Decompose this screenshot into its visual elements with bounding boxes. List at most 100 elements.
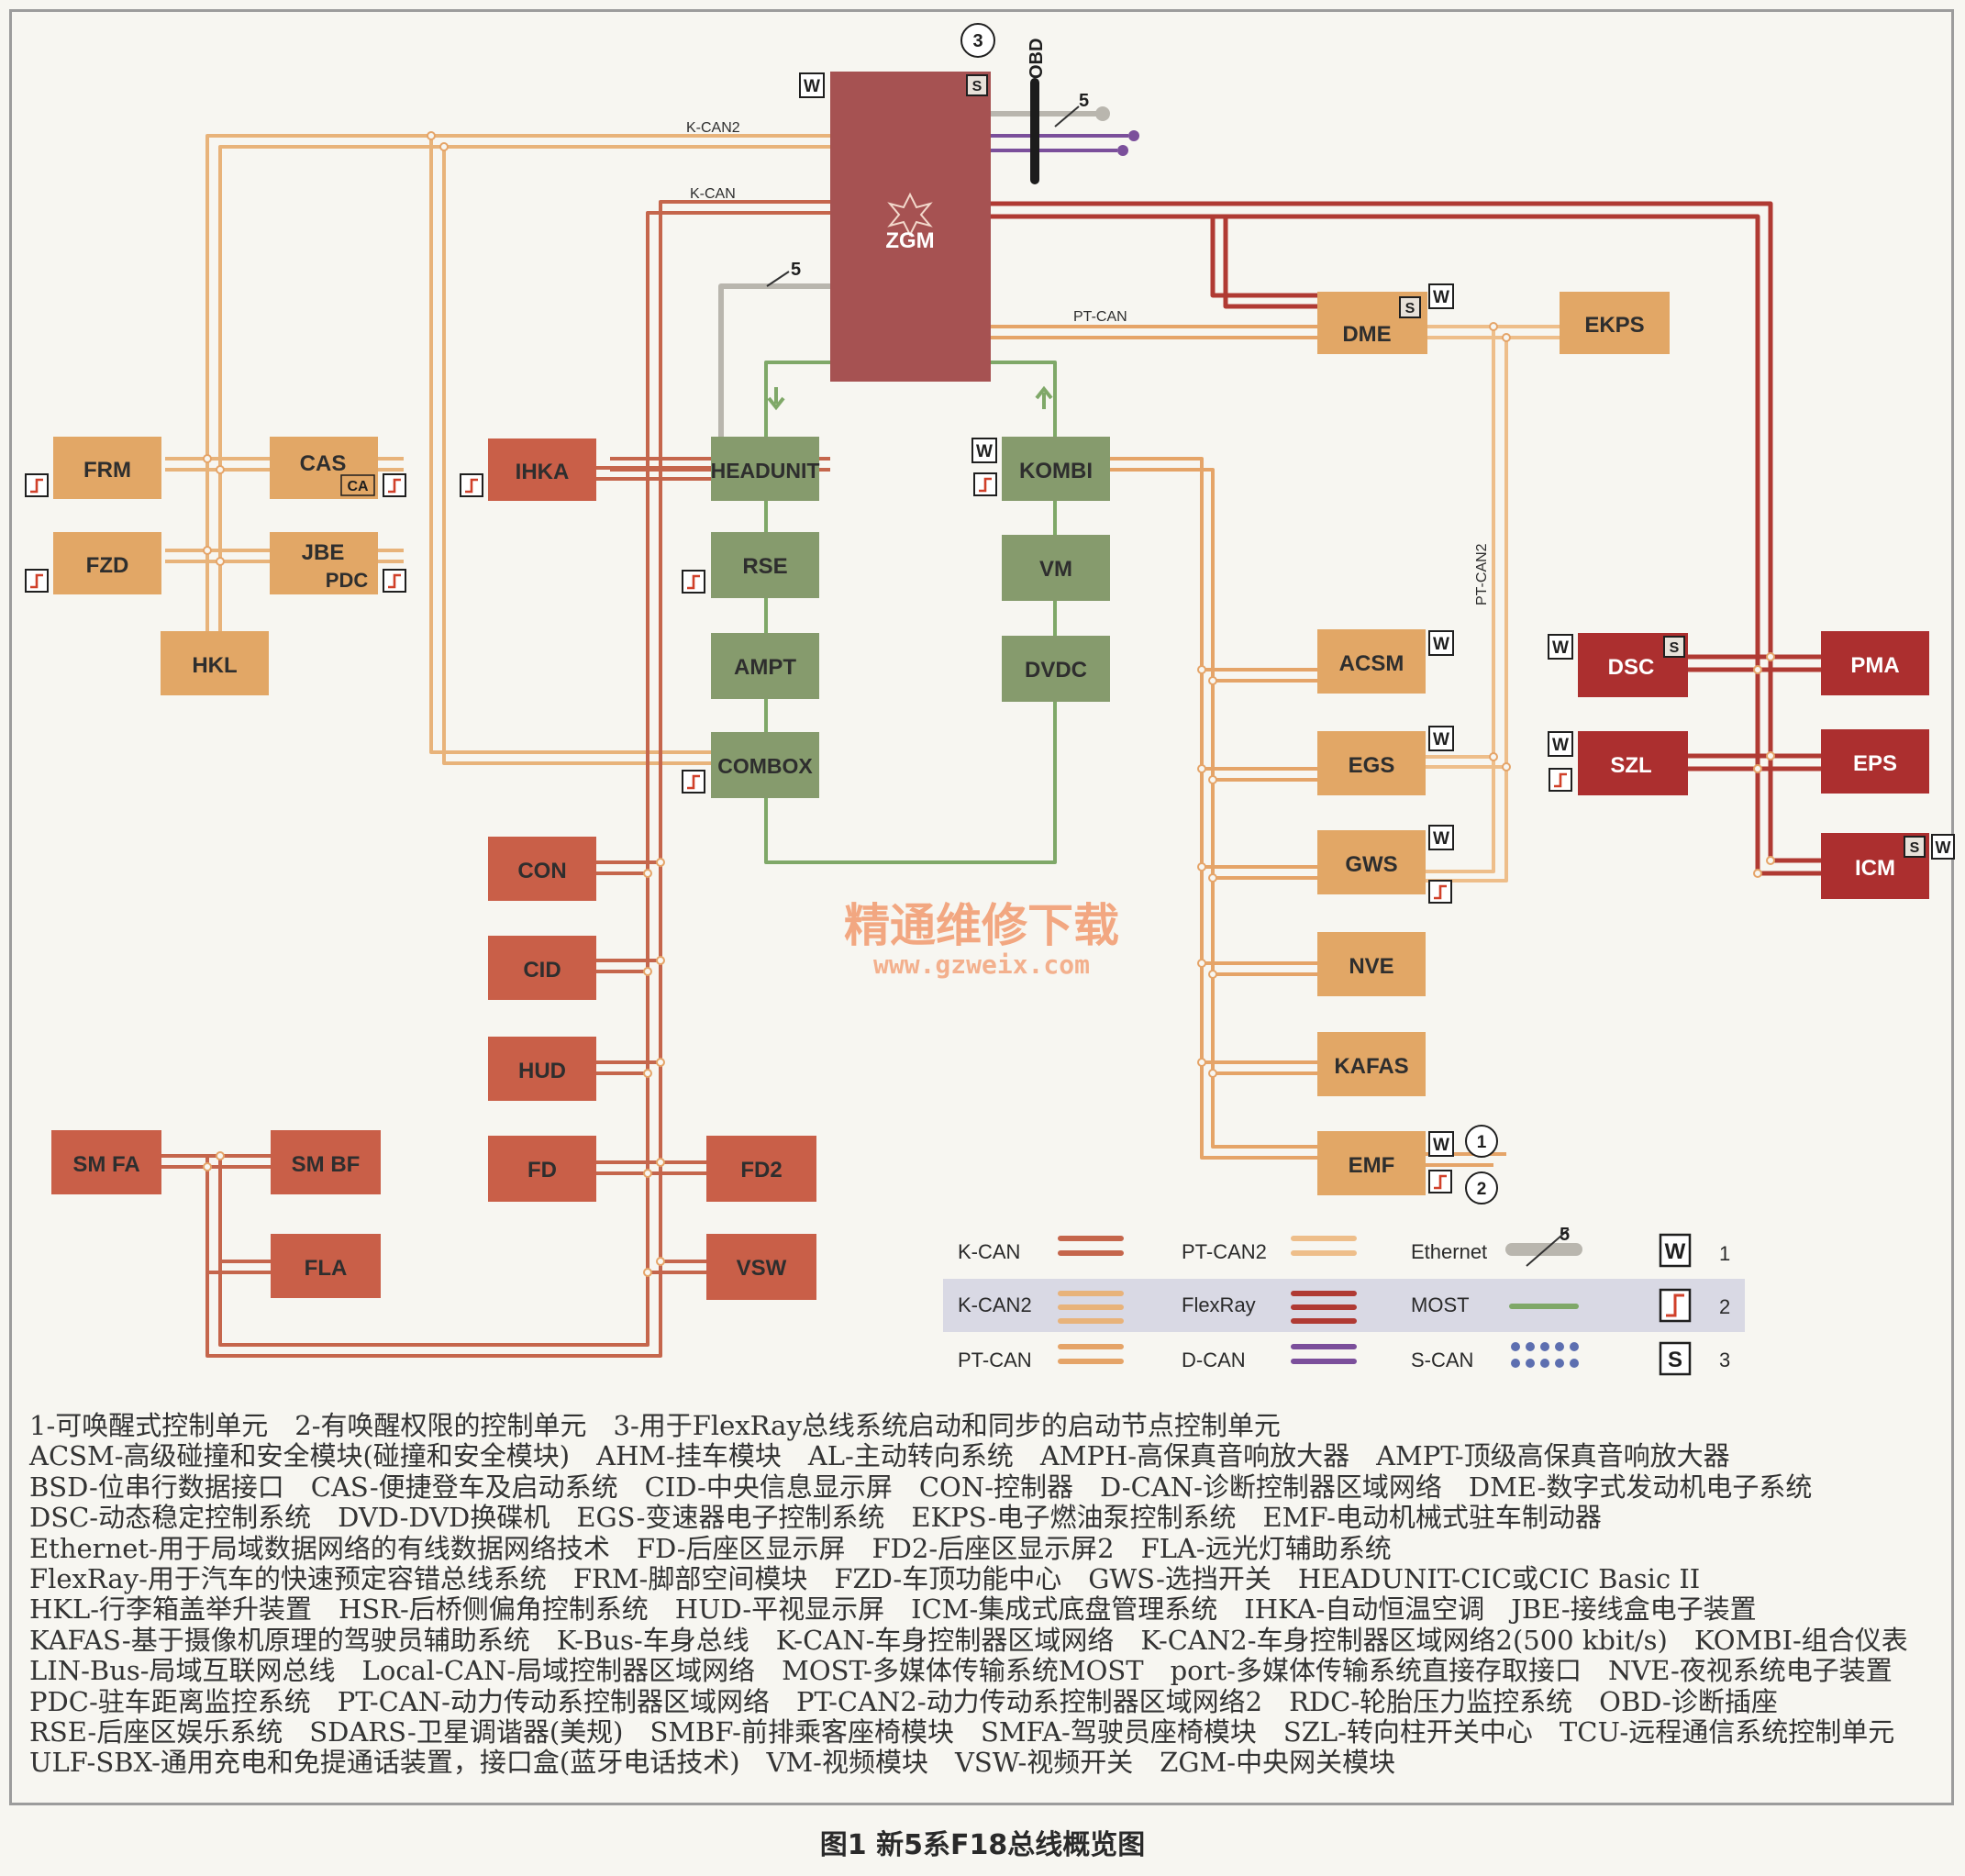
note-line: BSD-位串行数据接口 CAS-便捷登车及启动系统 CID-中央信息显示屏 CO… bbox=[29, 1471, 1813, 1503]
hkl-node: HKL bbox=[161, 631, 269, 695]
most-bus bbox=[764, 361, 1057, 864]
dsc-node: DSC S bbox=[1578, 633, 1688, 697]
obd-connector bbox=[1030, 78, 1139, 184]
vsw-node: VSW bbox=[706, 1234, 816, 1300]
svg-text:S: S bbox=[1910, 840, 1920, 856]
wake-icon bbox=[1427, 1169, 1453, 1194]
svg-text:HKL: HKL bbox=[192, 653, 237, 678]
icm-node: ICM S bbox=[1821, 833, 1929, 899]
svg-text:D-CAN: D-CAN bbox=[1182, 1349, 1246, 1371]
rse-node: RSE bbox=[711, 532, 819, 598]
ptcan-line-label: PT-CAN bbox=[1073, 309, 1127, 325]
wake-icon bbox=[681, 769, 706, 794]
svg-text:W: W bbox=[1936, 838, 1951, 857]
w-badge: W bbox=[1548, 634, 1573, 660]
svg-text:PDC: PDC bbox=[326, 569, 369, 592]
combox-node: COMBOX bbox=[711, 732, 819, 798]
ethernet-bus bbox=[718, 111, 1101, 438]
svg-text:FD2: FD2 bbox=[740, 1158, 782, 1182]
svg-text:2: 2 bbox=[1719, 1295, 1730, 1318]
watermark-cn: 精通维修下载 bbox=[844, 899, 1119, 952]
svg-text:FD: FD bbox=[527, 1158, 557, 1182]
svg-text:K-CAN2: K-CAN2 bbox=[958, 1293, 1032, 1316]
svg-text:3: 3 bbox=[1719, 1349, 1730, 1371]
kcan-line-label: K-CAN bbox=[690, 186, 736, 202]
svg-text:IHKA: IHKA bbox=[516, 460, 570, 484]
nve-node: NVE bbox=[1317, 932, 1426, 996]
arrow-down-icon bbox=[767, 387, 785, 411]
svg-text:AMPT: AMPT bbox=[734, 655, 796, 680]
svg-text:2: 2 bbox=[1477, 1180, 1487, 1199]
vm-node: VM bbox=[1002, 535, 1110, 601]
wake-icon bbox=[681, 569, 706, 594]
legend: K-CAN PT-CAN2 Ethernet 5 W 1 K-CAN2 Flex… bbox=[943, 1225, 1745, 1376]
fd2-node: FD2 bbox=[706, 1136, 816, 1202]
wake-icon bbox=[972, 472, 998, 497]
figure-caption: 图1 新5系F18总线概览图 bbox=[819, 1829, 1146, 1861]
svg-text:FlexRay: FlexRay bbox=[1182, 1293, 1256, 1316]
svg-text:SM BF: SM BF bbox=[292, 1152, 361, 1177]
svg-text:HUD: HUD bbox=[518, 1059, 566, 1083]
note-line: HKL-行李箱盖举升装置 HSR-后桥侧偏角控制系统 HUD-平视显示屏 ICM… bbox=[29, 1593, 1757, 1626]
svg-text:KAFAS: KAFAS bbox=[1334, 1054, 1408, 1079]
svg-text:CA: CA bbox=[347, 479, 369, 494]
zgm-node: ZGM W S bbox=[799, 72, 991, 382]
callout-2: 2 bbox=[1465, 1171, 1498, 1204]
ptcan2-line-label: PT-CAN2 bbox=[1474, 543, 1490, 605]
star-icon bbox=[887, 192, 933, 238]
gws-node: GWS bbox=[1317, 830, 1426, 894]
svg-text:PMA: PMA bbox=[1850, 653, 1899, 678]
svg-text:GWS: GWS bbox=[1345, 852, 1397, 877]
svg-text:PT-CAN: PT-CAN bbox=[958, 1349, 1032, 1371]
wake-icon bbox=[24, 568, 50, 594]
wake-icon bbox=[382, 568, 407, 594]
emf-node: EMF bbox=[1317, 1131, 1426, 1195]
svg-text:W: W bbox=[1433, 288, 1449, 307]
note-line: Ethernet-用于局域数据网络的有线数据网络技术 FD-后座区显示屏 FD2… bbox=[29, 1532, 1392, 1564]
svg-text:FLA: FLA bbox=[305, 1256, 348, 1281]
svg-text:CAS: CAS bbox=[300, 451, 347, 476]
hud-node: HUD bbox=[488, 1037, 596, 1101]
svg-text:KOMBI: KOMBI bbox=[1019, 459, 1093, 483]
svg-text:DME: DME bbox=[1342, 322, 1391, 347]
note-line: KAFAS-基于摄像机原理的驾驶员辅助系统 K-Bus-车身总线 K-CAN-车… bbox=[29, 1624, 1908, 1656]
svg-text:SM FA: SM FA bbox=[72, 1152, 139, 1177]
headunit-node: HEADUNIT bbox=[711, 437, 820, 501]
w-badge: W bbox=[799, 72, 825, 98]
w-badge: W bbox=[1428, 726, 1454, 751]
note-line: RSE-后座区娱乐系统 SDARS-卫星调谐器(美规) SMBF-前排乘客座椅模… bbox=[29, 1716, 1895, 1748]
wake-icon bbox=[1427, 879, 1453, 905]
szl-node: SZL bbox=[1578, 731, 1688, 795]
eth-count-label-1: 5 bbox=[791, 260, 801, 280]
svg-text:W: W bbox=[1552, 736, 1569, 755]
svg-text:S-CAN: S-CAN bbox=[1411, 1349, 1473, 1371]
ihka-node: IHKA bbox=[488, 438, 596, 501]
svg-text:FZD: FZD bbox=[86, 553, 129, 578]
ekps-node: EKPS bbox=[1560, 292, 1670, 354]
svg-text:VSW: VSW bbox=[737, 1256, 787, 1281]
abbreviation-notes: 1-可唤醒式控制单元 2-有唤醒权限的控制单元 3-用于FlexRay总线系统启… bbox=[29, 1410, 1937, 1779]
svg-text:SZL: SZL bbox=[1610, 753, 1651, 778]
cas-node: CAS CA bbox=[270, 437, 378, 499]
note-line: LIN-Bus-局域互联网总线 Local-CAN-局域控制器区域网络 MOST… bbox=[29, 1655, 1893, 1687]
svg-text:MOST: MOST bbox=[1411, 1293, 1470, 1316]
eth-count-label-2: 5 bbox=[1079, 91, 1089, 111]
svg-text:K-CAN: K-CAN bbox=[958, 1240, 1020, 1263]
svg-text:COMBOX: COMBOX bbox=[717, 754, 813, 778]
eps-node: EPS bbox=[1821, 729, 1929, 794]
eth-slash-2 bbox=[1054, 105, 1080, 128]
ptcan-bus bbox=[991, 325, 1317, 1160]
svg-text:W: W bbox=[1433, 1136, 1449, 1155]
wake-icon bbox=[1548, 767, 1573, 793]
svg-text:1: 1 bbox=[1719, 1242, 1730, 1265]
svg-text:W: W bbox=[1433, 635, 1449, 654]
watermark-url: www.gzweix.com bbox=[873, 949, 1090, 980]
svg-text:DSC: DSC bbox=[1608, 655, 1655, 680]
junction-dots bbox=[203, 131, 1775, 1277]
frm-node: FRM bbox=[53, 437, 161, 499]
svg-text:CON: CON bbox=[517, 859, 566, 883]
note-line: ULF-SBX-通用充电和免提通话装置，接口盒(蓝牙电话技术) VM-视频模块 … bbox=[29, 1747, 1396, 1779]
svg-text:HEADUNIT: HEADUNIT bbox=[711, 459, 820, 483]
w-badge: W bbox=[1428, 283, 1454, 309]
